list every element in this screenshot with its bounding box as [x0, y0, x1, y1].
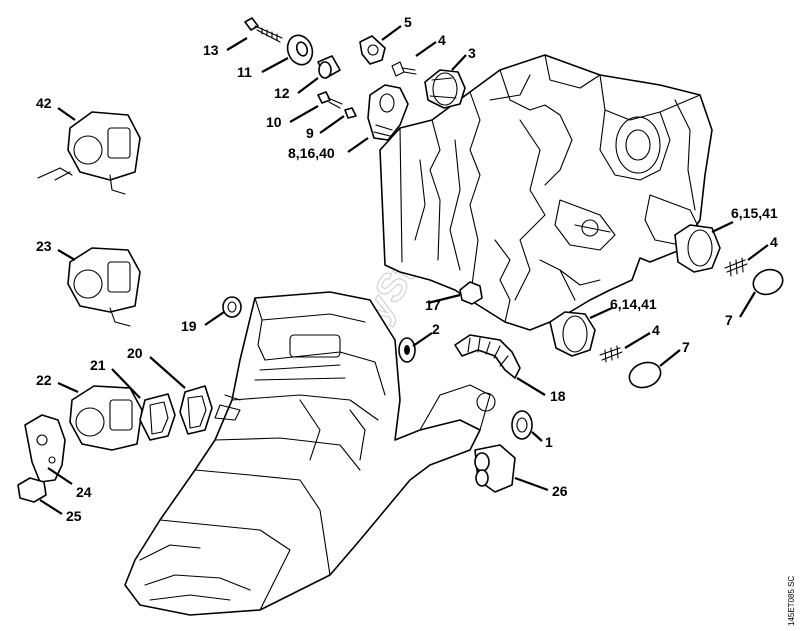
washer-2-drawing	[398, 337, 416, 363]
callout-20: 20	[127, 345, 143, 361]
tank-housing-drawing	[124, 291, 496, 616]
gasket-20-drawing	[179, 385, 213, 435]
callout-4-right: 4	[770, 234, 778, 250]
callout-3: 3	[468, 45, 476, 61]
callout-1: 1	[545, 434, 553, 450]
valve-26-drawing	[474, 444, 516, 493]
plate-24-drawing	[24, 414, 66, 483]
washer-11-drawing	[286, 34, 314, 66]
buffer-3-drawing	[424, 69, 466, 109]
carburetor-23-drawing	[67, 247, 141, 327]
callout-11: 11	[237, 64, 252, 80]
plug-17-drawing	[459, 281, 483, 305]
drawing-code: 145ET085 SC	[787, 576, 796, 626]
callout-42: 42	[36, 95, 52, 111]
crankcase-drawing	[379, 54, 713, 331]
buffer-6-14-drawing	[549, 311, 596, 357]
gasket-21-drawing	[139, 393, 176, 441]
plug-25-drawing	[17, 477, 47, 503]
callout-23: 23	[36, 238, 52, 254]
callout-8-16-40: 8,16,40	[288, 145, 335, 161]
buffer-6-15-drawing	[674, 224, 721, 273]
callout-13: 13	[203, 42, 219, 58]
callout-6-14-41: 6,14,41	[610, 296, 657, 312]
screw-13-drawing	[244, 17, 283, 43]
callout-4-lower: 4	[652, 322, 660, 338]
callout-6-15-41: 6,15,41	[731, 205, 778, 221]
cap-7-lower-drawing	[628, 361, 662, 389]
callout-2: 2	[432, 321, 440, 337]
callout-4-top: 4	[438, 32, 446, 48]
callout-22: 22	[36, 372, 52, 388]
cap-7-right-drawing	[752, 268, 784, 296]
callout-26: 26	[552, 483, 568, 499]
screw-10-drawing	[317, 91, 343, 109]
spring-4-lower-drawing	[599, 345, 623, 363]
callout-10: 10	[266, 114, 282, 130]
callout-18: 18	[550, 388, 566, 404]
spring-4-upper-drawing	[391, 61, 417, 77]
seal-1-drawing	[511, 410, 533, 440]
callout-7-right: 7	[725, 312, 733, 328]
callout-9: 9	[306, 125, 314, 141]
callout-21: 21	[90, 357, 106, 373]
callout-7-lower: 7	[682, 339, 690, 355]
hose-18-drawing	[454, 334, 521, 379]
spring-4-right-drawing	[724, 257, 748, 277]
callout-24: 24	[76, 484, 92, 500]
leader-lines	[39, 25, 769, 515]
carburetor-42-drawing	[37, 111, 141, 195]
av-mount-8-drawing	[367, 84, 409, 141]
callout-25: 25	[66, 508, 82, 524]
sleeve-12-drawing	[317, 55, 341, 79]
callout-labels: 13 11 12 10 9 8,16,40 5 4 3 42 23 22 21 …	[36, 14, 778, 524]
carburetor-22-drawing	[69, 385, 143, 451]
grommet-19-drawing	[222, 296, 242, 318]
pin-9-drawing	[344, 107, 357, 119]
callout-19: 19	[181, 318, 197, 334]
callout-5: 5	[404, 14, 412, 30]
cap-5-drawing	[359, 35, 386, 65]
callout-17: 17	[425, 297, 441, 313]
callout-12: 12	[274, 85, 290, 101]
